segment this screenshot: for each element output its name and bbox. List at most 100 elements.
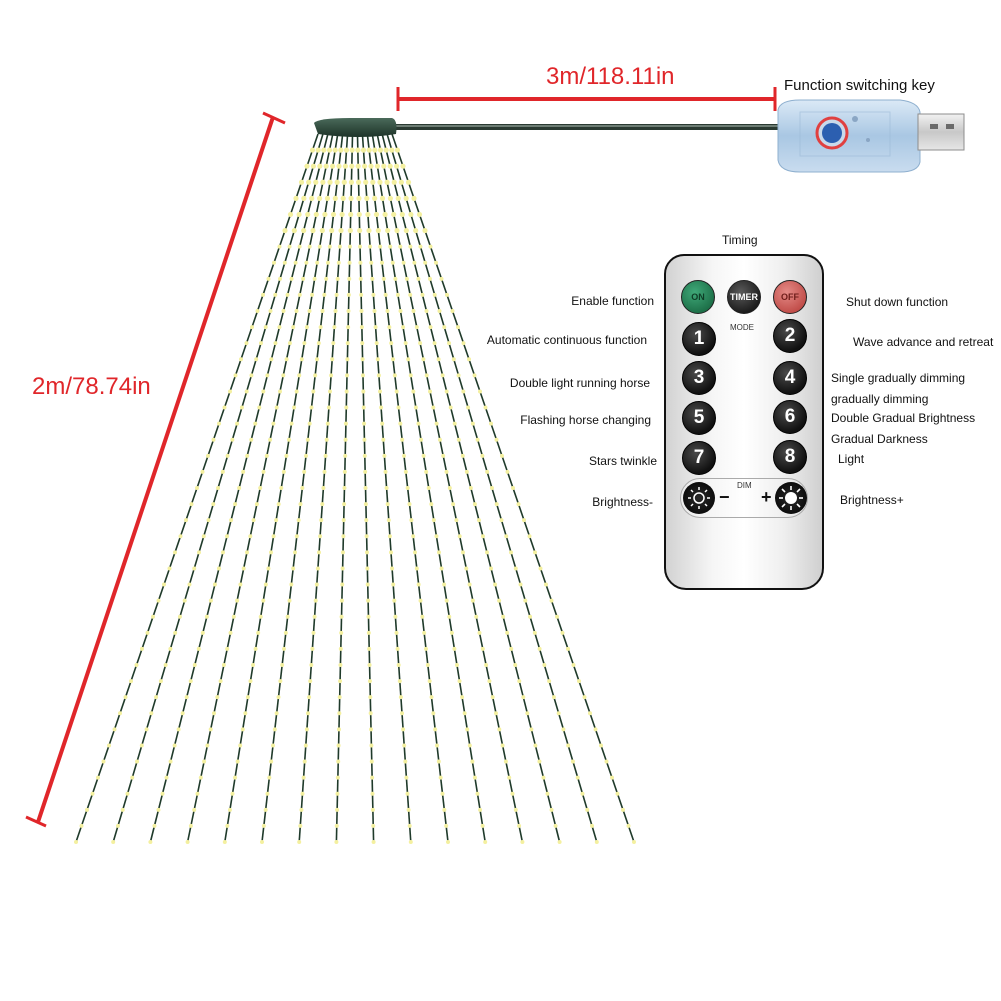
led-bulb (249, 373, 254, 378)
led-bulb (282, 260, 287, 265)
led-bulb (398, 179, 404, 185)
led-bulb (319, 518, 324, 523)
led-bulb (330, 357, 335, 362)
brightness-minus-button[interactable] (683, 482, 715, 514)
led-bulb (359, 292, 364, 297)
led-bulb (320, 309, 325, 313)
mode-8-button[interactable]: 8 (773, 440, 807, 474)
led-bulb (326, 405, 331, 410)
led-bulb (485, 550, 489, 555)
led-bulb (241, 469, 246, 474)
led-bulb (228, 389, 232, 394)
led-bulb (182, 598, 187, 603)
led-strand (297, 133, 350, 844)
off-button[interactable]: OFF (773, 280, 807, 314)
led-bulb (464, 566, 469, 571)
led-bulb (313, 179, 319, 185)
led-bulb (516, 502, 521, 507)
led-bulb (345, 357, 350, 362)
led-bulb (200, 630, 205, 635)
led-bulb (395, 195, 401, 201)
led-bulb (593, 727, 598, 732)
led-bulb (387, 534, 392, 539)
led-bulb (329, 373, 334, 378)
led-strand (74, 133, 319, 844)
led-bulb (384, 179, 390, 185)
led-bulb (238, 743, 243, 748)
led-bulb (231, 614, 236, 619)
label-double-light-running-horse: Double light running horse (509, 376, 650, 390)
led-bulb (273, 341, 278, 346)
led-bulb (513, 807, 518, 812)
timer-button[interactable]: TIMER (727, 280, 761, 314)
led-bulb (451, 502, 456, 507)
led-bulb (368, 163, 374, 169)
led-bulb (437, 309, 442, 313)
led-bulb (480, 534, 485, 539)
led-bulb (189, 502, 194, 507)
led-bulb (386, 518, 391, 523)
led-bulb (339, 614, 344, 619)
led-bulb (460, 695, 465, 700)
led-bulb (402, 453, 406, 458)
led-bulb (358, 244, 363, 249)
led-bulb (439, 566, 444, 571)
mode-6-button[interactable]: 6 (773, 400, 807, 434)
led-bulb (367, 679, 372, 684)
led-bulb (475, 437, 480, 442)
mode-2-button[interactable]: 2 (773, 319, 807, 353)
led-bulb (317, 550, 321, 555)
led-bulb (215, 695, 220, 700)
led-bulb (233, 373, 238, 378)
brightness-plus-button[interactable] (775, 482, 807, 514)
led-bulb (304, 260, 309, 265)
led-bulb (235, 421, 240, 426)
mode-1-button[interactable]: 1 (682, 322, 716, 356)
led-bulb (332, 195, 338, 201)
led-bulb (309, 195, 315, 201)
led-bulb (426, 486, 431, 490)
label-brightness-minus: Brightness- (592, 495, 653, 509)
led-bulb (408, 373, 413, 378)
led-bulb (480, 646, 485, 651)
on-button[interactable]: ON (681, 280, 715, 314)
led-bulb (279, 486, 284, 490)
mode-4-button[interactable]: 4 (773, 361, 807, 395)
led-bulb (541, 775, 546, 780)
led-bulb (266, 276, 271, 281)
led-bulb (364, 518, 369, 523)
led-bulb (292, 405, 297, 410)
led-bulb (296, 211, 302, 218)
led-bulb (621, 807, 625, 812)
led-bulb (444, 469, 449, 474)
led-bulb (403, 341, 408, 346)
led-bulb (456, 325, 460, 330)
led-bulb (269, 550, 273, 555)
led-bulb (387, 325, 392, 330)
led-bulb (383, 469, 388, 474)
led-bulb (338, 663, 343, 667)
led-bulb (118, 711, 122, 716)
led-bulb (286, 437, 291, 442)
led-bulb (503, 759, 508, 764)
led-bulb (424, 469, 429, 474)
led-bulb (575, 775, 580, 780)
led-bulb (399, 211, 405, 218)
led-bulb (521, 695, 526, 700)
led-bulb (532, 630, 537, 635)
led-bulb (335, 807, 340, 812)
led-bulb (294, 389, 299, 394)
mode-3-button[interactable]: 3 (682, 361, 716, 395)
led-bulb (407, 823, 412, 828)
led-bulb (511, 486, 515, 490)
mode-7-button[interactable]: 7 (682, 441, 716, 475)
led-bulb (359, 309, 364, 313)
led-bulb (238, 582, 243, 587)
led-bulb (115, 823, 120, 828)
sun-bright-icon (779, 486, 803, 510)
led-bulb (347, 227, 353, 234)
led-bulb (285, 292, 290, 297)
mode-5-button[interactable]: 5 (682, 401, 716, 435)
led-bulb (403, 759, 408, 764)
led-bulb (256, 630, 261, 635)
